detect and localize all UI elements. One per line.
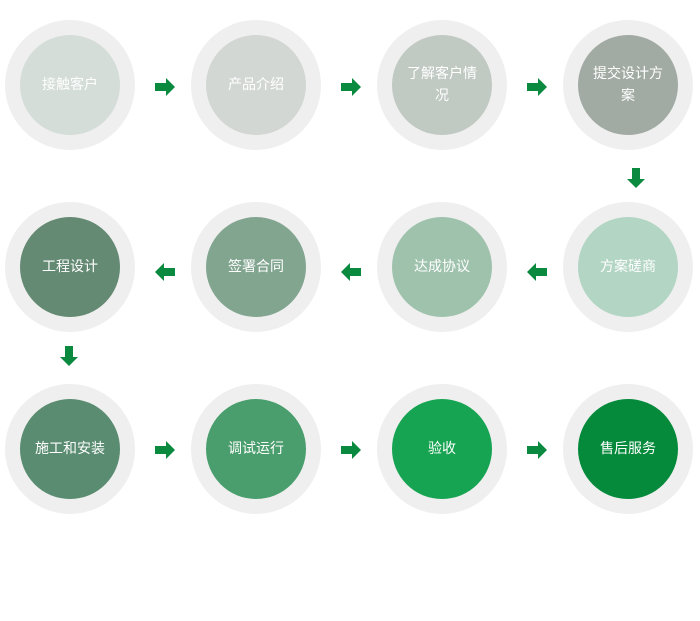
- step-circle: 接触客户: [20, 35, 120, 135]
- step-circle: 提交设计方案: [578, 35, 678, 135]
- arrow-right-icon: [525, 75, 549, 99]
- step-label: 达成协议: [414, 259, 470, 275]
- step-circle: 产品介绍: [206, 35, 306, 135]
- step-after-sales: 售后服务: [563, 384, 693, 514]
- step-engineering-design: 工程设计: [5, 202, 135, 332]
- arrow-left-icon: [153, 260, 177, 284]
- arrow-down-icon: [57, 344, 81, 368]
- arrow-right-icon: [153, 438, 177, 462]
- step-label: 产品介绍: [228, 77, 284, 93]
- arrow-right-icon: [339, 75, 363, 99]
- step-submit-design: 提交设计方案: [563, 20, 693, 150]
- arrow-left-icon: [525, 260, 549, 284]
- step-label: 提交设计方案: [593, 66, 663, 104]
- step-plan-negotiation: 方案磋商: [563, 202, 693, 332]
- step-circle: 售后服务: [578, 399, 678, 499]
- step-circle: 方案磋商: [578, 217, 678, 317]
- step-circle: 调试运行: [206, 399, 306, 499]
- arrow-right-icon: [153, 75, 177, 99]
- step-label: 签署合同: [228, 259, 284, 275]
- arrow-left-icon: [339, 260, 363, 284]
- step-label: 接触客户: [42, 77, 98, 93]
- step-circle: 达成协议: [392, 217, 492, 317]
- arrow-down-icon: [624, 166, 648, 190]
- step-label: 方案磋商: [600, 259, 656, 275]
- step-label: 调试运行: [228, 441, 284, 457]
- step-commissioning: 调试运行: [191, 384, 321, 514]
- step-label: 验收: [428, 441, 456, 457]
- step-sign-contract: 签署合同: [191, 202, 321, 332]
- step-label: 工程设计: [42, 259, 98, 275]
- step-circle: 验收: [392, 399, 492, 499]
- step-product-intro: 产品介绍: [191, 20, 321, 150]
- arrow-right-icon: [525, 438, 549, 462]
- step-circle: 工程设计: [20, 217, 120, 317]
- step-acceptance: 验收: [377, 384, 507, 514]
- step-reach-agreement: 达成协议: [377, 202, 507, 332]
- step-construction-install: 施工和安装: [5, 384, 135, 514]
- step-circle: 签署合同: [206, 217, 306, 317]
- arrow-right-icon: [339, 438, 363, 462]
- step-circle: 了解客户情况: [392, 35, 492, 135]
- step-label: 施工和安装: [35, 441, 105, 457]
- step-contact-customer: 接触客户: [5, 20, 135, 150]
- step-understand-customer: 了解客户情况: [377, 20, 507, 150]
- step-label: 了解客户情况: [407, 66, 477, 104]
- step-label: 售后服务: [600, 441, 656, 457]
- step-circle: 施工和安装: [20, 399, 120, 499]
